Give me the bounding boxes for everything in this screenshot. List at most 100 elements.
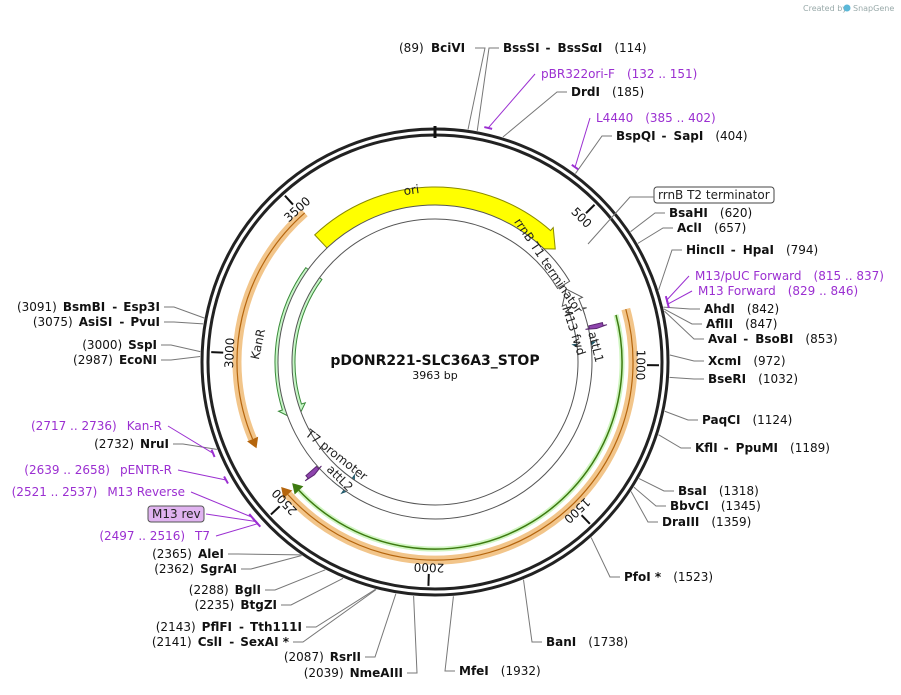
site-pos: (1932) <box>501 664 541 678</box>
site-pos: (89) <box>399 41 424 55</box>
site-BglI[interactable]: (2288)BglI <box>189 569 326 597</box>
site-SgrAI[interactable]: (2362)SgrAI <box>154 555 302 576</box>
snapgene-credit: Created by SnapGene <box>803 4 894 13</box>
site-pos: (1189) <box>790 441 830 455</box>
primer-name: pBR322ori-F <box>541 67 615 81</box>
credit-text: Created by <box>803 4 847 13</box>
site-pos: (1359) <box>711 515 751 529</box>
insert-green-arrowhead <box>292 483 304 495</box>
site-name: NmeAIII <box>350 666 403 680</box>
site-leader <box>663 308 702 325</box>
site-leader <box>630 491 658 523</box>
site-PaqCI[interactable]: PaqCI(1124) <box>664 410 793 427</box>
primer-M13pUCForward[interactable]: M13/pUC Forward (815 .. 837) <box>664 269 884 305</box>
primer-pENTRR[interactable]: pENTR-R(2639 .. 2658) <box>24 463 229 484</box>
site-leader <box>293 589 377 643</box>
site-BsmBI[interactable]: (3091)Esp3I-BsmBI <box>17 300 205 319</box>
site-BspQI[interactable]: BspQI-SapI(404) <box>575 129 748 174</box>
primer-name: Kan-R <box>127 419 162 433</box>
primer-name: L4440 <box>596 111 633 125</box>
site-MfeI[interactable]: MfeI(1932) <box>444 596 541 678</box>
rrnb-t2-leader <box>587 196 654 245</box>
rrnb-t2-box <box>653 186 775 204</box>
primer-M13rev[interactable]: M13 rev <box>147 505 260 526</box>
tick-2500 <box>270 505 281 516</box>
primer-leader <box>167 425 214 454</box>
site-RsrII[interactable]: (2087)RsrII <box>284 593 397 664</box>
primer-M13Forward[interactable]: M13 Forward(829 .. 846) <box>665 284 858 309</box>
site-CslI[interactable]: (2141)SexAI *-CslI <box>152 589 377 649</box>
site-KflI[interactable]: KflI-PpuMI(1189) <box>658 434 830 455</box>
site-pos: (2362) <box>154 562 194 576</box>
site-leader <box>663 306 700 310</box>
site-pos: (2288) <box>189 583 229 597</box>
site-BsaI[interactable]: BsaI(1318) <box>638 478 759 498</box>
site-pos: (853) <box>805 332 837 346</box>
site-BseRI[interactable]: BseRI(1032) <box>669 372 798 386</box>
site-leader <box>637 227 673 244</box>
site-AflII[interactable]: AflII(847) <box>663 308 777 331</box>
site-leader <box>669 376 704 380</box>
site-leader <box>241 555 302 570</box>
kanr-orange-band-line <box>236 212 306 440</box>
primer-range: (815 .. 837) <box>814 269 884 283</box>
primer-range: (829 .. 846) <box>788 284 858 298</box>
site-BssSI[interactable]: BssSI-BssSαI(114) <box>476 41 647 131</box>
primer-T7[interactable]: T7(2497 .. 2516) <box>99 520 262 543</box>
site-pos: (2732) <box>94 437 134 451</box>
primer-M13Reverse[interactable]: M13 Reverse(2521 .. 2537) <box>12 485 256 521</box>
feature-T7-promoter <box>304 465 322 482</box>
site-leader <box>664 410 698 421</box>
site-pos: (2143) <box>156 620 196 634</box>
primer-name: M13/pUC Forward <box>695 269 802 283</box>
feature-M13-fwd <box>585 322 608 330</box>
site-HincII[interactable]: HincII-HpaI(794) <box>658 243 819 291</box>
site-NruI[interactable]: (2732)NruI <box>94 437 217 451</box>
primer-range: (385 .. 402) <box>645 111 715 125</box>
primer-KanR[interactable]: Kan-R (2717 .. 2736) <box>31 419 216 458</box>
site-pos: (404) <box>715 129 747 143</box>
site-name: PflFI <box>202 620 232 634</box>
site-name: AvaI <box>708 332 737 346</box>
primer-range: (2717 .. 2736) <box>31 419 117 433</box>
site-separator: - <box>119 315 124 329</box>
site-DraIII[interactable]: DraIII(1359) <box>630 491 751 529</box>
site-leader <box>575 135 612 174</box>
site-SspI[interactable]: (3000)SspI <box>82 338 201 353</box>
site-DrdI[interactable]: DrdI(185) <box>502 85 644 138</box>
primer-leader <box>667 290 693 305</box>
site-name: SspI <box>128 338 157 352</box>
site-BsaHI[interactable]: BsaHI(620) <box>630 206 753 233</box>
site-name2: Esp3I <box>123 300 160 314</box>
site-pos: (972) <box>753 354 785 368</box>
site-PfoI[interactable]: PfoI *(1523) <box>590 537 713 584</box>
site-pos: (1124) <box>752 413 792 427</box>
site-NmeAIII[interactable]: (2039)NmeAIII <box>304 596 418 680</box>
site-pos: (3075) <box>33 315 73 329</box>
site-BbvCI[interactable]: BbvCI(1345) <box>633 486 761 513</box>
site-leader <box>228 553 301 556</box>
site-pos: (2235) <box>194 598 234 612</box>
site-AvaI[interactable]: AvaI-BsoBI(853) <box>664 310 838 346</box>
site-separator: - <box>731 243 736 257</box>
site-BciVI[interactable]: (89)BciVI <box>399 41 486 130</box>
rrnb-t2-callout: rrnB T2 terminator <box>587 186 775 245</box>
site-BanI[interactable]: BanI(1738) <box>522 579 628 649</box>
primer-pBR322oriF[interactable]: pBR322ori-F(132 .. 151) <box>484 67 697 130</box>
primer-range: (2639 .. 2658) <box>24 463 110 477</box>
site-leader <box>633 486 666 507</box>
site-EcoNI[interactable]: (2987)EcoNI <box>73 353 201 367</box>
site-PflFI[interactable]: (2143)Tth111I-PflFI <box>156 588 376 634</box>
site-AhdI[interactable]: AhdI(842) <box>663 302 779 316</box>
site-AleI[interactable]: (2365)AleI <box>152 547 301 561</box>
site-AclI[interactable]: AclI(657) <box>637 221 746 244</box>
primer-name: M13 Reverse <box>107 485 185 499</box>
primer-name: T7 <box>194 529 210 543</box>
insert-orange-arrowhead <box>281 487 293 499</box>
site-AsiSI[interactable]: (3075)PvuI-AsiSI <box>33 315 204 329</box>
feature-arcs <box>232 186 638 565</box>
site-XcmI[interactable]: XcmI(972) <box>669 354 786 368</box>
primer-L4440[interactable]: L4440 (385 .. 402) <box>571 111 716 171</box>
site-BtgZI[interactable]: (2235)BtgZI <box>194 577 344 612</box>
